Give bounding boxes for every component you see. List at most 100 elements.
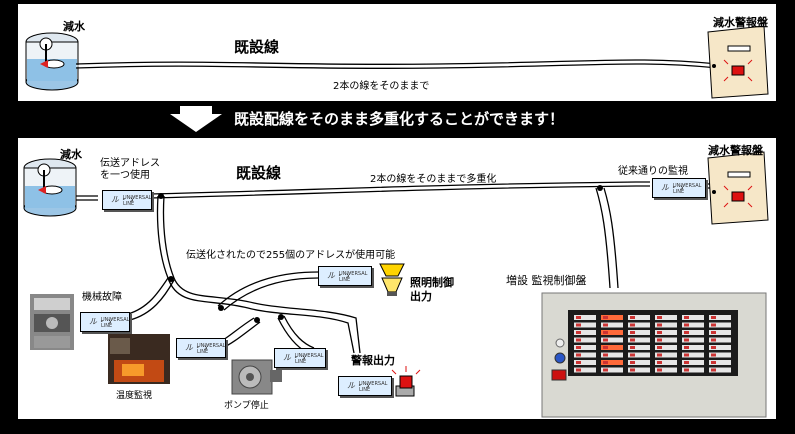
device-brand: ル・ゞ: [327, 271, 351, 280]
annunciator-lamp-indicator: [684, 316, 689, 319]
existing-wiring-panel: 減水 既設線 2本の線をそのままで 減水警報盤: [18, 4, 776, 101]
annunciator-lamp-indicator: [576, 331, 581, 334]
annunciator-lamp-indicator: [630, 331, 635, 334]
annunciator-lamp: [682, 315, 704, 320]
annunciator-lamp-indicator: [657, 316, 662, 319]
annunciator-lamp-indicator: [603, 361, 608, 364]
annunciator-lamp: [574, 322, 596, 328]
monitor-label: 従来通りの監視: [618, 166, 688, 177]
annunciator-lamp-indicator: [576, 338, 581, 342]
annunciator-lamp: [682, 337, 704, 343]
annunciator-lamp-indicator: [576, 368, 581, 372]
annunciator-lamp-indicator: [711, 316, 716, 319]
annunciator-lamp-indicator: [657, 368, 662, 372]
annunciator-lamp-indicator: [603, 316, 608, 319]
annunciator-lamp: [682, 345, 704, 350]
annunciator-lamp-grid: [574, 315, 731, 373]
transmitter-tank: ル・ゞ UNIVERSAL LINE: [102, 190, 152, 210]
annunciator-lamp: [655, 352, 677, 358]
banner-text: 既設配線をそのまま多重化することができます！: [234, 110, 565, 128]
annunciator-lamp: [628, 345, 650, 350]
annunciator-lamp-indicator: [603, 331, 608, 334]
wire-junctions: [158, 185, 603, 323]
down-arrow-icon: [170, 106, 222, 132]
annunciator-lamp-indicator: [657, 338, 662, 342]
annunciator-lamp-indicator: [630, 361, 635, 364]
machine-photo: [30, 294, 74, 350]
annunciator-lamp-indicator: [630, 346, 635, 349]
annunciator-lamp: [628, 337, 650, 343]
annunciator-lamp-indicator: [657, 331, 662, 334]
annunciator-lamp: [709, 330, 731, 335]
water-alarm-panel-icon: [707, 151, 769, 225]
annunciator-lamp: [682, 352, 704, 358]
alarm-output-label: 警報出力: [351, 354, 395, 367]
device-sub: UNIVERSAL LINE: [673, 183, 702, 195]
annunciator-lamp: [601, 330, 623, 335]
annunciator-lamp-indicator: [684, 323, 689, 327]
existing-line-sublabel: 2本の線をそのままで: [333, 81, 430, 92]
transmitter-pump: ル・ゞ UNIVERSAL LINE: [274, 348, 326, 368]
annunciator-lamp: [655, 337, 677, 343]
annunciator-lamp-indicator: [630, 353, 635, 357]
annunciator-lamp: [709, 352, 731, 358]
annunciator-lamp: [655, 322, 677, 328]
annunciator-lamp: [601, 367, 623, 373]
annunciator-lamp-indicator: [711, 346, 716, 349]
annunciator-lamp: [574, 315, 596, 320]
control-panel-label: 増設 監視制御盤: [506, 274, 587, 287]
annunciator-lamp: [574, 352, 596, 358]
annunciator-lamp: [628, 367, 650, 373]
annunciator-lamp: [601, 360, 623, 365]
transmitter-alarm-output: ル・ゞ UNIVERSAL LINE: [338, 376, 392, 396]
lighting-label-line1: 照明制御: [410, 276, 454, 289]
device-sub: UNIVERSAL LINE: [123, 195, 152, 207]
annunciator-lamp: [709, 345, 731, 350]
device-brand: ル・ゞ: [347, 381, 371, 390]
annunciator-lamp: [601, 322, 623, 328]
annunciator-lamp-indicator: [657, 353, 662, 357]
existing-wiring-drawing: [25, 25, 769, 99]
device-brand: ル・ゞ: [661, 183, 685, 192]
alarm-panel-label: 減水警報盤: [708, 144, 763, 157]
furnace-photo: [108, 334, 170, 384]
annunciator-lamp: [601, 345, 623, 350]
pump-label: ポンプ停止: [224, 401, 269, 411]
machine-fault-label: 機械故障: [82, 292, 122, 303]
annunciator-lamp: [628, 330, 650, 335]
device-brand: ル・ゞ: [89, 317, 113, 326]
annunciator-lamp: [655, 360, 677, 365]
annunciator-lamp-indicator: [603, 346, 608, 349]
annunciator-lamp-indicator: [576, 353, 581, 357]
existing-line-label: 既設線: [236, 164, 282, 182]
annunciator-lamp-indicator: [711, 353, 716, 357]
transmitter-temperature: ル・ゞ UNIVERSAL LINE: [176, 338, 226, 358]
multiplexed-wiring-panel: ル・ゞ UNIVERSAL LINE ル・ゞ UNIVERSAL LINE ル・…: [18, 138, 776, 419]
annunciator-lamp: [682, 322, 704, 328]
annunciator-lamp-indicator: [603, 353, 608, 357]
existing-line-sublabel: 2本の線をそのままで多重化: [370, 174, 497, 185]
annunciator-lamp: [628, 315, 650, 320]
annunciator-lamp-indicator: [576, 323, 581, 327]
annunciator-lamp-indicator: [657, 346, 662, 349]
transmitter-machine: ル・ゞ UNIVERSAL LINE: [80, 312, 130, 332]
annunciator-lamp: [655, 315, 677, 320]
annunciator-lamp: [601, 337, 623, 343]
annunciator-lamp-indicator: [603, 368, 608, 372]
annunciator-lamp-indicator: [684, 361, 689, 364]
annunciator-lamp-indicator: [603, 323, 608, 327]
annunciator-lamp: [682, 367, 704, 373]
annunciator-lamp-indicator: [576, 346, 581, 349]
annunciator-lamp-indicator: [657, 361, 662, 364]
annunciator-lamp: [601, 352, 623, 358]
annunciator-lamp-indicator: [630, 323, 635, 327]
annunciator-lamp-indicator: [603, 338, 608, 342]
annunciator-lamp-indicator: [711, 368, 716, 372]
annunciator-lamp: [574, 367, 596, 373]
device-sub: UNIVERSAL LINE: [339, 271, 368, 283]
annunciator-lamp: [709, 315, 731, 320]
annunciator-lamp: [655, 345, 677, 350]
annunciator-lamp-indicator: [576, 361, 581, 364]
annunciator-lamp: [601, 315, 623, 320]
multiplex-drawing: [23, 151, 769, 418]
